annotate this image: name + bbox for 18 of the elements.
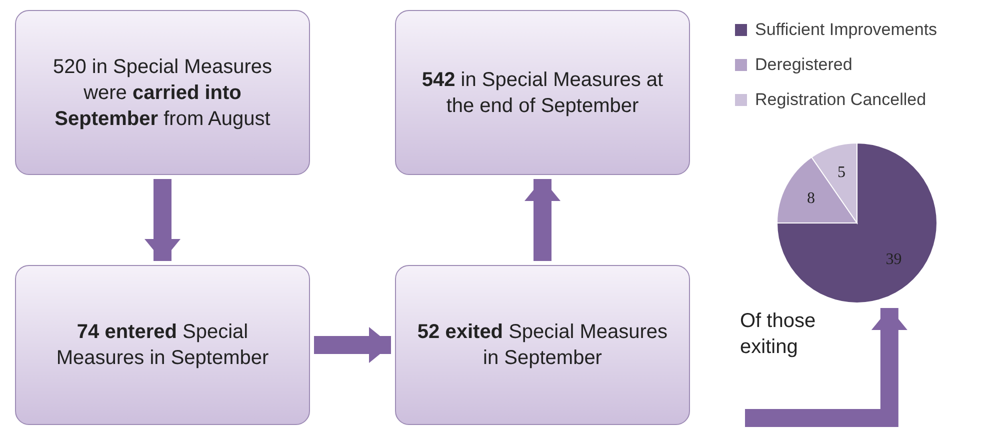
box-text: 520 in Special Measures were carried into September from August	[52, 54, 273, 132]
block-arrow	[144, 179, 180, 261]
process-box	[15, 265, 310, 425]
box-text: 52 exited Special Measures in September	[416, 320, 669, 371]
box-text: 542 in Special Measures at the end of September	[420, 68, 664, 118]
process-box	[395, 10, 690, 175]
block-arrow	[314, 327, 391, 363]
data-label: 8	[806, 190, 815, 208]
block-arrow	[524, 179, 560, 261]
data-label: 5	[838, 164, 846, 182]
legend-label: Deregistered	[755, 55, 852, 75]
data-label: 39	[886, 250, 902, 269]
legend-label: Sufficient Improvements	[755, 20, 938, 40]
box-text: 74 entered Special Measures in September	[55, 320, 270, 371]
block-arrow	[745, 308, 908, 427]
process-box	[15, 10, 310, 175]
legend-label: Registration Cancelled	[755, 90, 926, 110]
process-box	[395, 265, 690, 425]
